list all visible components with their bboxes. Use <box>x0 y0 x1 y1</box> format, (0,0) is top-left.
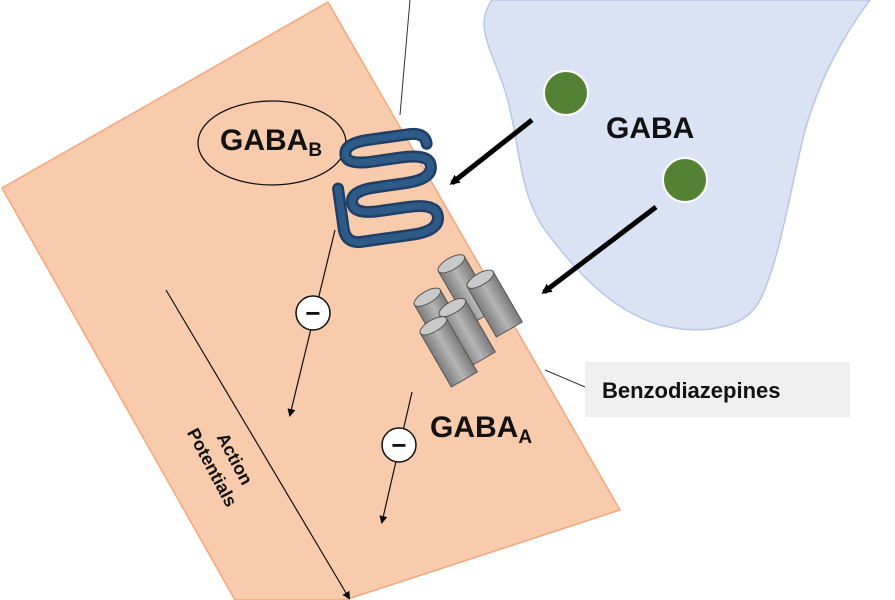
benzodiazepines-pointer-line <box>544 369 593 391</box>
benzodiazepines-box <box>585 362 850 417</box>
gpcr-serpentine-icon <box>332 127 444 249</box>
inhibition-sign-b-text: − <box>305 298 320 328</box>
inhibition-sign-a-text: − <box>391 430 406 460</box>
gaba-b-pointer-line <box>399 0 411 116</box>
gaba-to-b-arrow <box>449 118 534 185</box>
benzodiazepines-label: Benzodiazepines <box>602 378 780 403</box>
gaba-molecule-1 <box>543 70 589 116</box>
inhibition-sign-b <box>295 295 331 331</box>
gaba-b-label-subscript: B <box>308 140 322 161</box>
gaba-a-label: GABAA <box>430 411 532 448</box>
gaba-a-label-main: GABA <box>430 411 518 444</box>
gaba-b-label-main: GABA <box>220 124 308 157</box>
action-potentials-arrow <box>165 289 351 600</box>
gaba-to-a-arrow <box>541 205 658 294</box>
inhibition-sign-a <box>381 427 417 463</box>
gaba-a-label-subscript: A <box>518 427 532 448</box>
gaba-label: GABA <box>606 112 694 145</box>
gaba-molecule-2 <box>662 157 708 203</box>
ion-channel-cylinders-icon <box>413 254 524 388</box>
gaba-b-label: GABAB <box>220 124 322 161</box>
